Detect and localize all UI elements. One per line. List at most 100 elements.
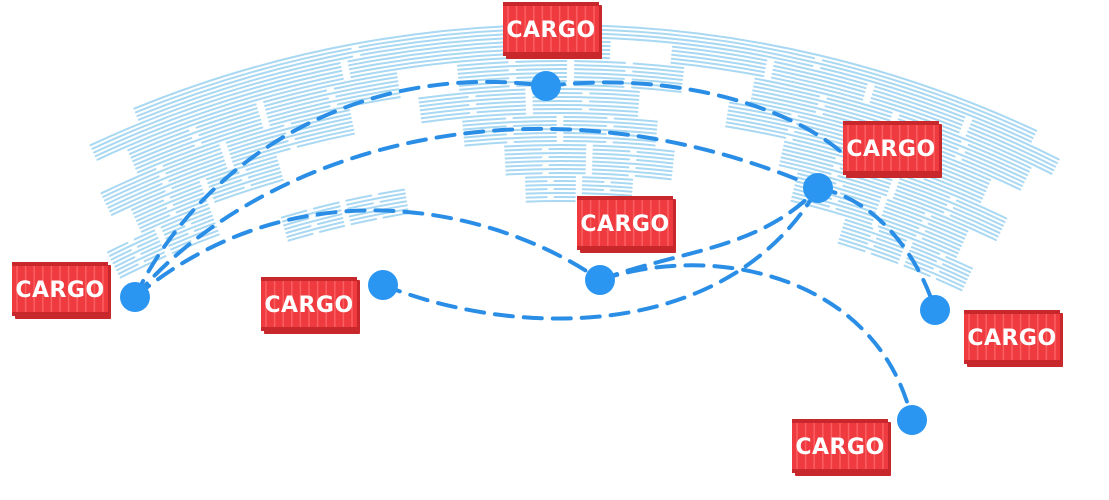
map-hatch-line (949, 214, 999, 238)
map-hatch-line (912, 242, 941, 255)
map-hatch-line (160, 218, 183, 229)
map-hatch-line (269, 96, 401, 127)
map-hatch-line (100, 168, 157, 195)
map-hatch-line (532, 95, 640, 101)
cargo-label: CARGO (795, 435, 884, 460)
map-hatch-line (581, 188, 605, 191)
map-hatch-line (821, 59, 1036, 136)
map-hatch-line (337, 92, 401, 106)
container-bottom-rail (261, 327, 357, 331)
map-hatch-line (753, 81, 820, 98)
map-hatch-line (136, 207, 168, 222)
map-hatch-line (590, 28, 816, 60)
map-hatch-line (631, 78, 683, 85)
map-hatch-line (892, 196, 997, 241)
route-node-icon (803, 173, 833, 203)
map-hatch-line (896, 185, 948, 206)
map-hatch-line (104, 175, 160, 202)
route-node-icon (920, 295, 950, 325)
container-top-rail (503, 2, 599, 6)
map-hatch-line (198, 114, 260, 137)
map-hatch-line (346, 192, 406, 206)
map-hatch-line (464, 141, 508, 147)
map-hatch-line (193, 222, 216, 232)
map-hatch-line (378, 188, 406, 195)
map-hatch-line (971, 119, 1060, 161)
container-top-rail (843, 121, 939, 125)
map-hatch-line (952, 207, 1003, 231)
map-hatch-line (285, 225, 312, 234)
map-hatch-line (504, 151, 587, 156)
map-hatch-line (110, 190, 166, 216)
container-bottom-rail (843, 171, 939, 175)
map-hatch-line (250, 175, 283, 187)
map-hatch-line (837, 200, 877, 214)
map-hatch-line (961, 158, 1023, 187)
map-hatch-line (233, 147, 291, 167)
map-hatch-line (505, 168, 586, 172)
map-hatch-line (317, 217, 344, 226)
map-hatch-line (842, 184, 882, 199)
cargo-container-east-lower: CARGO (964, 310, 1063, 367)
map-hatch-line (754, 77, 893, 114)
map-hatch-line (840, 192, 879, 206)
map-hatch-line (753, 85, 891, 122)
map-hatch-line (504, 156, 543, 160)
map-hatch-line (280, 209, 308, 219)
map-hatch-line (609, 189, 633, 193)
map-hatch-line (134, 188, 203, 219)
map-hatch-line (581, 184, 633, 189)
map-hatch-line (780, 156, 890, 189)
map-hatch-line (588, 100, 639, 105)
map-hatch-line (333, 76, 398, 90)
map-hatch-line (930, 215, 969, 233)
map-hatch-line (612, 141, 656, 147)
map-hatch-line (938, 270, 966, 284)
map-hatch-line (967, 143, 1030, 173)
map-hatch-line (524, 180, 548, 183)
map-hatch-line (168, 159, 225, 182)
map-hatch-line (335, 84, 399, 98)
map-hatch-line (513, 140, 557, 143)
map-hatch-line (820, 67, 1032, 143)
map-hatch-line (591, 172, 629, 177)
map-hatch-line (263, 72, 398, 103)
map-hatch-line (130, 111, 259, 159)
cargo-label: CARGO (846, 137, 935, 162)
map-hatch-line (165, 151, 223, 175)
map-hatch-line (582, 176, 634, 181)
cargo-label: CARGO (506, 18, 595, 43)
map-hatch-line (93, 69, 343, 154)
route-node-icon (120, 282, 150, 312)
map-hatch-line (591, 164, 630, 169)
map-hatch-line (135, 144, 195, 170)
map-hatch-line (418, 96, 469, 104)
route-node-icon (368, 270, 398, 300)
map-hatch-line (573, 68, 626, 72)
map-hatch-line (632, 70, 684, 77)
map-hatch-line (247, 167, 281, 179)
map-hatch-line (968, 127, 1057, 168)
map-hatch-line (284, 213, 343, 231)
map-hatch-line (168, 226, 217, 247)
map-hatch-line (170, 240, 192, 251)
cargo-container-bottom-right: CARGO (792, 419, 891, 476)
map-hatch-line (906, 257, 934, 270)
map-hatch-line (671, 49, 767, 66)
map-hatch-line (610, 181, 633, 185)
map-hatch-line (350, 218, 377, 226)
map-hatch-line (462, 117, 507, 123)
map-hatch-line (525, 191, 576, 195)
map-hatch-line (635, 159, 674, 165)
map-hatch-line (885, 202, 967, 236)
cargo-container-south-america: CARGO (261, 277, 360, 334)
map-hatch-line (752, 89, 819, 106)
shipping-routes (133, 80, 937, 422)
cargo-label: CARGO (15, 278, 104, 303)
map-hatch-line (504, 148, 543, 152)
map-hatch-line (671, 45, 768, 62)
map-hatch-line (581, 180, 605, 183)
map-hatch-line (632, 62, 685, 69)
map-hatch-line (225, 124, 285, 144)
map-hatch-line (420, 104, 527, 116)
